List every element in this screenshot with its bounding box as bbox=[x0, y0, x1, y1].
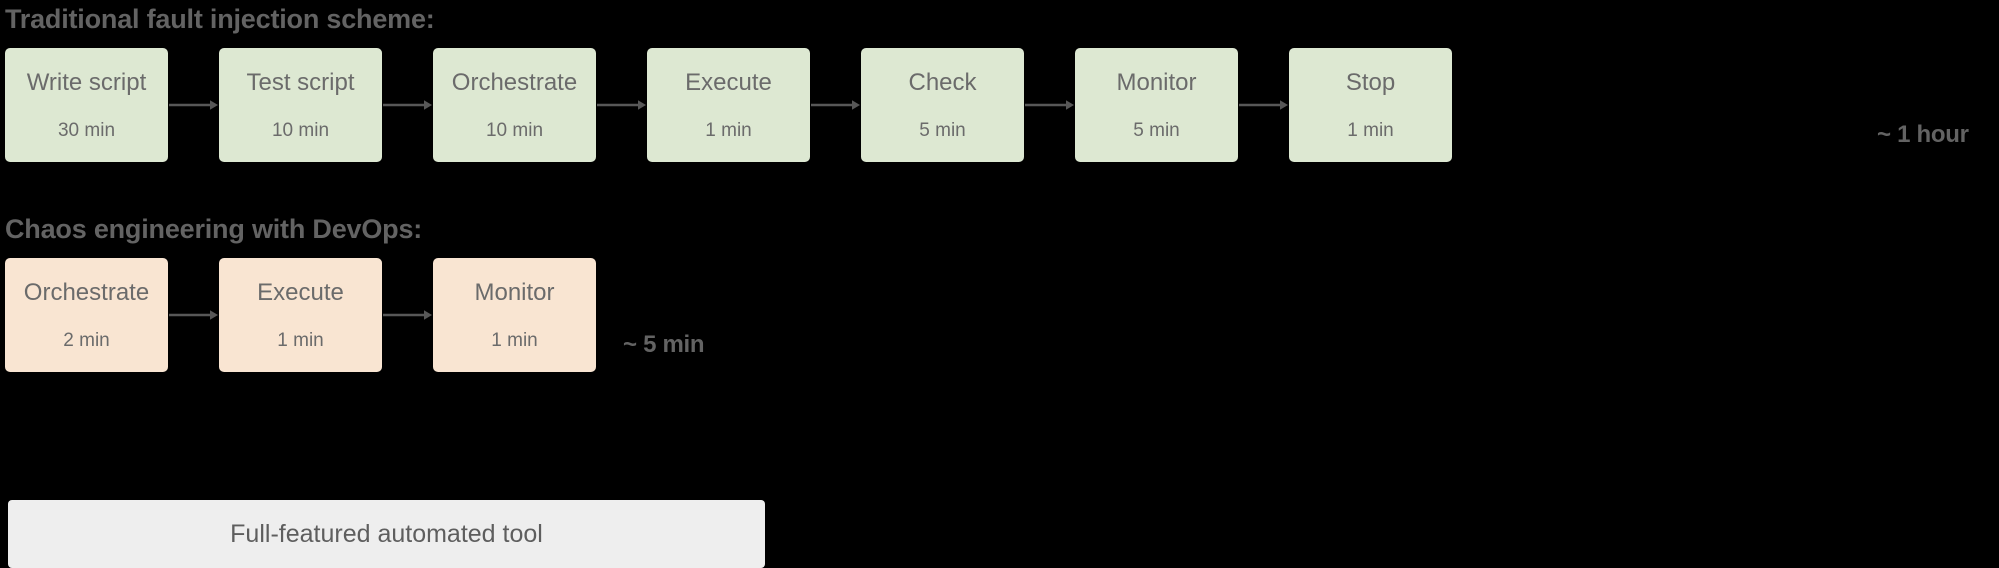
process-node-monitor[interactable]: Monitor 5 min bbox=[1075, 48, 1238, 162]
node-duration: 10 min bbox=[485, 119, 544, 141]
node-duration: 2 min bbox=[63, 329, 110, 351]
node-duration: 1 min bbox=[1347, 119, 1394, 141]
automated-tool-banner-label: Full-featured automated tool bbox=[230, 519, 543, 548]
automated-tool-banner: Full-featured automated tool bbox=[8, 500, 765, 568]
node-duration: 10 min bbox=[271, 119, 330, 141]
node-label: Execute bbox=[685, 68, 772, 96]
flow-row-traditional: Write script 30 min Test script 10 min O… bbox=[5, 48, 1452, 162]
node-label: Orchestrate bbox=[451, 68, 578, 96]
flow-row-chaos: Orchestrate 2 min Execute 1 min Monitor … bbox=[5, 258, 596, 372]
arrow-connector-icon bbox=[1025, 100, 1074, 110]
node-duration: 1 min bbox=[705, 119, 752, 141]
node-label: Execute bbox=[257, 278, 344, 306]
process-node-test-script[interactable]: Test script 10 min bbox=[219, 48, 382, 162]
process-node-execute-devops[interactable]: Execute 1 min bbox=[219, 258, 382, 372]
process-node-check[interactable]: Check 5 min bbox=[861, 48, 1024, 162]
node-duration: 30 min bbox=[57, 119, 116, 141]
process-node-stop[interactable]: Stop 1 min bbox=[1289, 48, 1452, 162]
section-heading-traditional: Traditional fault injection scheme: bbox=[5, 4, 435, 34]
arrow-connector-icon bbox=[597, 100, 646, 110]
process-node-orchestrate-devops[interactable]: Orchestrate 2 min bbox=[5, 258, 168, 372]
node-label: Orchestrate bbox=[23, 278, 150, 306]
node-duration: 1 min bbox=[277, 329, 324, 351]
node-label: Write script bbox=[26, 68, 147, 96]
arrow-connector-icon bbox=[169, 310, 218, 320]
process-node-monitor-devops[interactable]: Monitor 1 min bbox=[433, 258, 596, 372]
total-time-chaos: ~ 5 min bbox=[623, 331, 705, 358]
process-node-execute[interactable]: Execute 1 min bbox=[647, 48, 810, 162]
arrow-connector-icon bbox=[169, 100, 218, 110]
node-duration: 1 min bbox=[491, 329, 538, 351]
arrow-connector-icon bbox=[1239, 100, 1288, 110]
node-duration: 5 min bbox=[1133, 119, 1180, 141]
node-label: Monitor bbox=[1116, 68, 1197, 96]
node-label: Monitor bbox=[474, 278, 555, 306]
node-label: Test script bbox=[246, 68, 355, 96]
node-label: Check bbox=[908, 68, 977, 96]
section-heading-chaos: Chaos engineering with DevOps: bbox=[5, 214, 423, 244]
total-time-traditional: ~ 1 hour bbox=[1877, 121, 1969, 148]
arrow-connector-icon bbox=[383, 100, 432, 110]
process-node-write-script[interactable]: Write script 30 min bbox=[5, 48, 168, 162]
process-node-orchestrate[interactable]: Orchestrate 10 min bbox=[433, 48, 596, 162]
arrow-connector-icon bbox=[383, 310, 432, 320]
node-duration: 5 min bbox=[919, 119, 966, 141]
node-label: Stop bbox=[1345, 68, 1396, 96]
arrow-connector-icon bbox=[811, 100, 860, 110]
